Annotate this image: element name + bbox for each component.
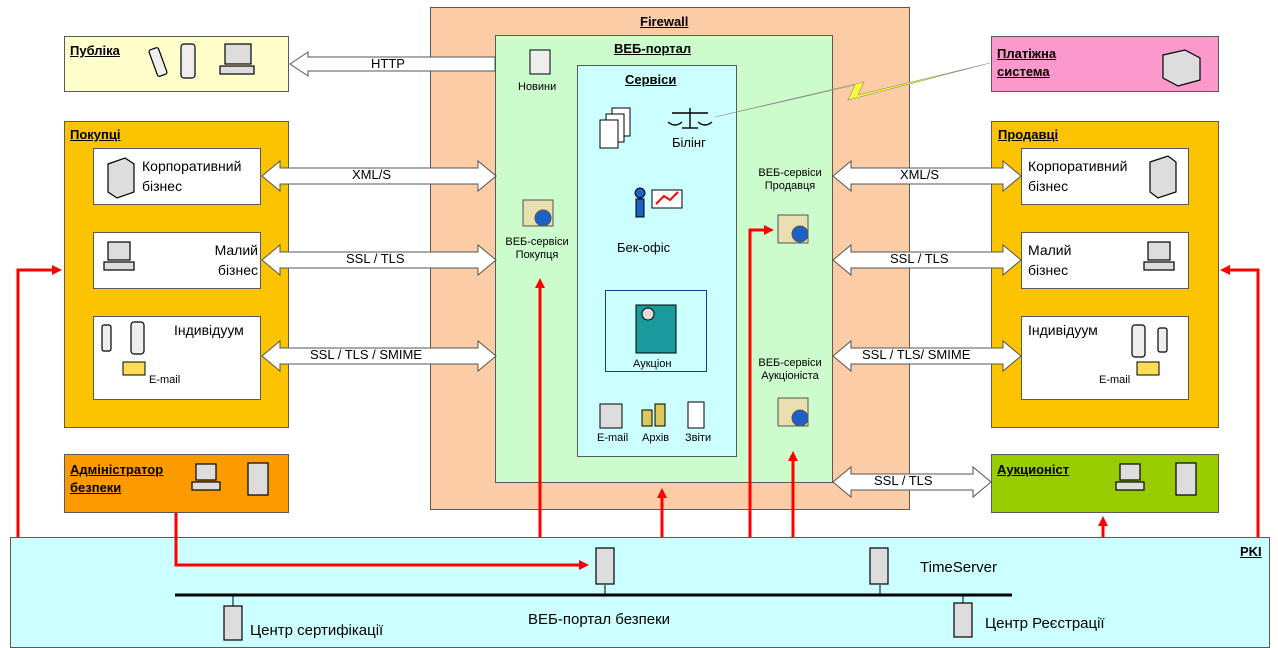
timeserver-label: TimeServer (920, 559, 997, 576)
web-portal-title: ВЕБ-портал (614, 41, 692, 56)
ca-label: Центр сертифікації (250, 622, 384, 639)
http-arrow (289, 51, 496, 77)
auction-book-icon (635, 304, 677, 354)
sellers-corporate-label: Корпоративний бізнес (1028, 158, 1128, 194)
server-icon (223, 605, 243, 641)
smime-left-arrow (261, 339, 497, 373)
presenter-icon (634, 187, 683, 218)
computer-icon (1115, 463, 1145, 491)
envelope-icon (1136, 361, 1160, 376)
mobile-phone-icon (1131, 324, 1168, 358)
xml-right-arrow (832, 159, 1022, 193)
sellers-email-label: E-mail (1099, 374, 1131, 386)
buyers-title: Покупці (70, 127, 121, 142)
ssl-left-arrow (261, 243, 497, 277)
backoffice-label: Бек-офіс (617, 240, 671, 255)
sellers-individual-label: Індивідуум (1028, 322, 1098, 338)
server-icon (247, 462, 269, 496)
mobile-phone-icon (148, 43, 196, 79)
server-icon (953, 602, 973, 638)
news-icon (529, 49, 551, 75)
computer-icon (1143, 241, 1175, 271)
payment-title: Платіжна система (997, 46, 1057, 79)
smime-left-label: SSL / TLS / SMIME (310, 347, 422, 362)
smime-right-label: SSL / TLS/ SMIME (862, 347, 971, 362)
server-icon (1149, 155, 1177, 199)
firewall-title: Firewall (640, 14, 689, 29)
server-icon (869, 547, 889, 585)
pki-title: PKI (1240, 544, 1262, 559)
computer-icon (219, 43, 255, 75)
red-arrow-buyers (16, 265, 62, 537)
server-icon (1175, 462, 1197, 496)
ssl-right-arrow (832, 243, 1022, 277)
reports-label: Звіти (685, 432, 712, 444)
web-folder-icon (522, 199, 554, 227)
auctioneer-title: Аукционіст (997, 462, 1070, 477)
mobile-phone-icon (101, 321, 145, 355)
archive-label: Архів (642, 432, 670, 444)
ssl-auction-label: SSL / TLS (874, 473, 933, 488)
email-service-label: E-mail (597, 432, 629, 444)
xml-left-label: XML/S (352, 167, 392, 182)
smime-right-arrow (832, 339, 1022, 373)
red-arrow-sellers (1220, 265, 1260, 537)
sellers-small-label: Малий бізнес (1028, 242, 1072, 278)
archive-icon (641, 403, 666, 427)
web-folder-icon (777, 214, 809, 244)
ssl-auction-arrow (832, 465, 992, 499)
lightning-link (714, 62, 991, 118)
buyers-individual (93, 316, 261, 400)
services-title: Сервіси (625, 72, 677, 87)
documents-icon (599, 107, 631, 149)
envelope-icon (122, 361, 146, 376)
report-scroll-icon (687, 401, 705, 429)
buyers-individual-label: Індивідуум (174, 322, 244, 338)
buyers-corporate-label: Корпоративний бізнес (142, 158, 242, 194)
sellers-title: Продавці (998, 127, 1059, 142)
red-arrow-admin (174, 513, 589, 570)
server-icon (107, 157, 135, 199)
ra-label: Центр Реєстрації (985, 615, 1105, 632)
ws-buyers-label: ВЕБ-сервіси Покупця (505, 236, 569, 261)
server-icon (595, 547, 615, 585)
http-label: HTTP (371, 56, 405, 71)
ws-sellers-label: ВЕБ-сервіси Продавця (758, 167, 822, 192)
red-arrow-ws-sellers (748, 225, 774, 537)
web-folder-icon (777, 397, 809, 427)
computer-icon (103, 241, 135, 271)
ssl-left-label: SSL / TLS (346, 251, 405, 266)
xml-left-arrow (261, 159, 497, 193)
ssl-right-label: SSL / TLS (890, 251, 949, 266)
admin-title: Адміністратор безпеки (70, 462, 164, 495)
news-label: Новини (518, 81, 557, 93)
security-portal-label: ВЕБ-портал безпеки (528, 611, 671, 628)
xml-right-label: XML/S (900, 167, 940, 182)
pki-zone (10, 537, 1270, 648)
public-title: Публіка (70, 43, 120, 58)
computer-icon (191, 463, 221, 491)
auction-label: Аукціон (633, 358, 672, 370)
ws-auction-label: ВЕБ-сервіси Аукціоніста (758, 357, 822, 382)
buyers-email-label: E-mail (149, 374, 181, 386)
server-icon (1162, 49, 1201, 87)
email-service-icon (599, 403, 623, 429)
billing-label: Білінг (672, 135, 706, 150)
scales-icon (667, 108, 713, 129)
buyers-small-label: Малий бізнес (214, 242, 258, 278)
